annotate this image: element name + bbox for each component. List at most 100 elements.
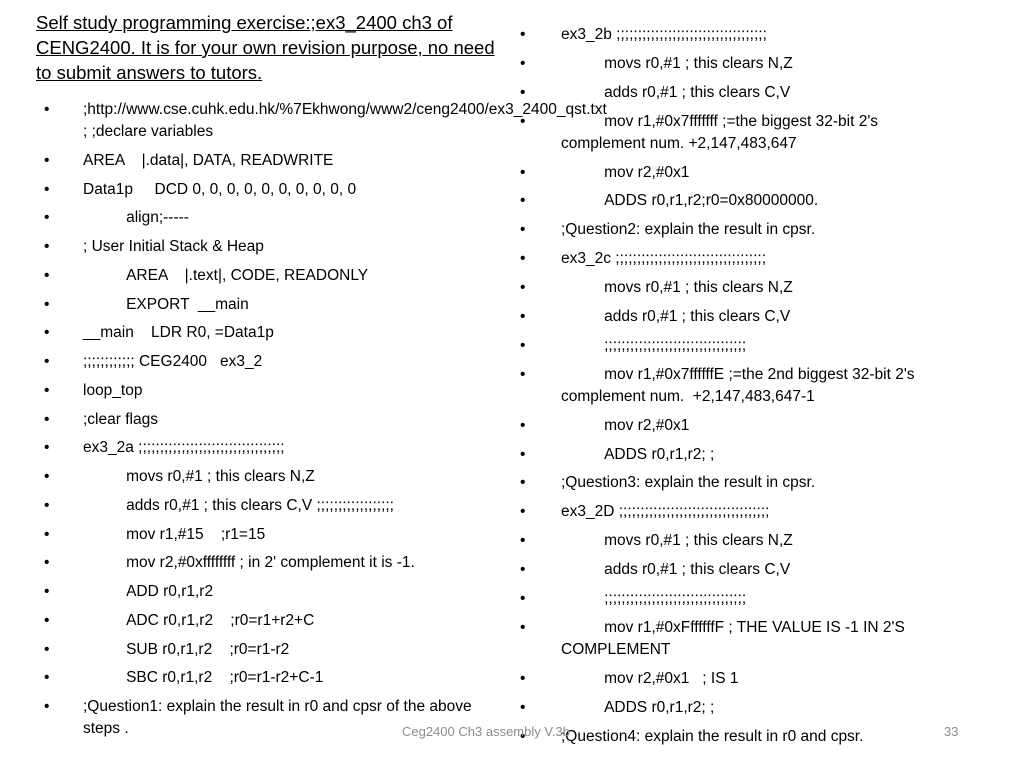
bullet-icon: • <box>520 561 526 579</box>
bullet-icon: • <box>44 324 50 342</box>
code-line: • __main LDR R0, =Data1p <box>44 322 494 344</box>
code-line: • movs r0,#1 ; this clears N,Z <box>520 53 960 75</box>
code-line-text: AREA |.text|, CODE, READONLY <box>83 266 369 284</box>
code-line: • mov r1,#0xFffffffF ; THE VALUE IS -1 I… <box>520 617 960 661</box>
code-line-text: __main LDR R0, =Data1p <box>83 324 274 342</box>
bullet-icon: • <box>44 611 50 629</box>
left-column-list: •;http://www.cse.cuhk.edu.hk/%7Ekhwong/w… <box>44 99 607 747</box>
code-line-text: ADDS r0,r1,r2; ; <box>561 445 715 463</box>
code-line: • ADDS r0,r1,r2; ; <box>520 444 960 466</box>
code-line: • mov r2,#0x1 <box>520 162 960 184</box>
code-line-text: ADD r0,r1,r2 <box>83 583 214 600</box>
code-line-text: mov r1,#0x7fffffff ;=the biggest 32-bit … <box>561 112 883 152</box>
bullet-icon: • <box>44 101 50 118</box>
bullet-icon: • <box>520 727 526 745</box>
code-line: • ADDS r0,r1,r2;r0=0x80000000. <box>520 190 960 212</box>
code-line-text: ADDS r0,r1,r2;r0=0x80000000. <box>561 192 819 210</box>
code-line: • align;----- <box>44 207 494 229</box>
code-line: • ADDS r0,r1,r2; ; <box>520 697 960 719</box>
code-line-text: mov r1,#0x7ffffffE ;=the 2nd biggest 32-… <box>561 365 919 405</box>
code-line: • SBC r0,r1,r2 ;r0=r1-r2+C-1 <box>44 667 494 689</box>
code-line: • adds r0,#1 ; this clears C,V <box>520 82 960 104</box>
code-line: •;http://www.cse.cuhk.edu.hk/%7Ekhwong/w… <box>44 99 607 143</box>
code-line-text: Data1p DCD 0, 0, 0, 0, 0, 0, 0, 0, 0, 0 <box>83 180 357 198</box>
code-line: • mov r2,#0xffffffff ; in 2' complement … <box>44 552 494 574</box>
code-line-text: mov r2,#0x1 <box>561 416 690 434</box>
code-line-text: mov r2,#0x1 ; IS 1 <box>561 669 739 687</box>
code-line: •;Question1: explain the result in r0 an… <box>44 696 494 740</box>
bullet-icon: • <box>44 295 50 313</box>
bullet-icon: • <box>44 525 50 543</box>
bullet-icon: • <box>520 416 526 434</box>
slide-title: Self study programming exercise:;ex3_240… <box>36 12 495 83</box>
code-line: •loop_top <box>44 380 494 402</box>
code-line: •;Question2: explain the result in cpsr. <box>520 219 960 241</box>
bullet-icon: • <box>520 336 526 354</box>
bullet-icon: • <box>520 474 526 492</box>
bullet-icon: • <box>520 365 526 383</box>
bullet-icon: • <box>520 26 526 43</box>
code-line: • adds r0,#1 ; this clears C,V ;;;;;;;;;… <box>44 495 494 517</box>
bullet-icon: • <box>520 669 526 687</box>
code-line-text: ;Question1: explain the result in r0 and… <box>83 698 476 737</box>
code-line-text: movs r0,#1 ; this clears N,Z <box>561 54 793 72</box>
code-line-text: ex3_2D ;;;;;;;;;;;;;;;;;;;;;;;;;;;;;;;;;… <box>561 503 770 521</box>
code-line: • mov r1,#0x7fffffff ;=the biggest 32-bi… <box>520 111 960 155</box>
code-line-text: movs r0,#1 ; this clears N,Z <box>83 468 315 485</box>
code-line-text: SBC r0,r1,r2 ;r0=r1-r2+C-1 <box>83 669 324 687</box>
bullet-icon: • <box>520 221 526 239</box>
code-line: • mov r1,#15 ;r1=15 <box>44 524 494 546</box>
code-line: • ;;;;;;;;;;;; CEG2400 ex3_2 <box>44 351 494 373</box>
bullet-icon: • <box>520 279 526 297</box>
bullet-icon: • <box>520 503 526 521</box>
code-line-text: SUB r0,r1,r2 ;r0=r1-r2 <box>83 640 290 658</box>
bullet-icon: • <box>44 669 50 687</box>
bullet-icon: • <box>520 54 526 72</box>
code-line: • ;;;;;;;;;;;;;;;;;;;;;;;;;;;;;;;;; <box>520 335 960 357</box>
code-line: •ex3_2c ;;;;;;;;;;;;;;;;;;;;;;;;;;;;;;;;… <box>520 248 960 270</box>
bullet-icon: • <box>520 698 526 716</box>
bullet-icon: • <box>44 238 50 255</box>
code-line: • ; User Initial Stack & Heap <box>44 236 494 258</box>
code-line: • adds r0,#1 ; this clears C,V <box>520 306 960 328</box>
code-line: • mov r2,#0x1 <box>520 415 960 437</box>
code-line-text: adds r0,#1 ; this clears C,V <box>561 561 791 579</box>
bullet-icon: • <box>44 439 50 457</box>
bullet-icon: • <box>520 308 526 326</box>
code-line: • mov r1,#0x7ffffffE ;=the 2nd biggest 3… <box>520 364 960 408</box>
code-line-text: ;;;;;;;;;;;;;;;;;;;;;;;;;;;;;;;;; <box>561 336 747 354</box>
code-line-text: adds r0,#1 ; this clears C,V ;;;;;;;;;;;… <box>83 496 394 514</box>
code-line: • ADC r0,r1,r2 ;r0=r1+r2+C <box>44 610 494 632</box>
code-line-text: AREA |.data|, DATA, READWRITE <box>83 151 334 169</box>
code-line-text: adds r0,#1 ; this clears C,V <box>561 308 791 326</box>
code-line-text: movs r0,#1 ; this clears N,Z <box>561 279 793 297</box>
code-line: •;Question4: explain the result in r0 an… <box>520 726 960 748</box>
code-line-text: ;;;;;;;;;;;;;;;;;;;;;;;;;;;;;;;;; <box>561 590 747 608</box>
bullet-icon: • <box>44 496 50 514</box>
bullet-icon: • <box>44 554 50 572</box>
right-column-list: •ex3_2b ;;;;;;;;;;;;;;;;;;;;;;;;;;;;;;;;… <box>520 24 960 754</box>
code-line-text: ADDS r0,r1,r2; ; <box>561 698 715 716</box>
code-line-text: ADC r0,r1,r2 ;r0=r1+r2+C <box>83 611 315 629</box>
code-line-text: ex3_2c ;;;;;;;;;;;;;;;;;;;;;;;;;;;;;;;;;… <box>561 250 767 268</box>
bullet-icon: • <box>44 468 50 485</box>
code-line-text: ; User Initial Stack & Heap <box>83 238 264 255</box>
bullet-icon: • <box>44 353 50 370</box>
code-line: • adds r0,#1 ; this clears C,V <box>520 559 960 581</box>
code-line: •ex3_2b ;;;;;;;;;;;;;;;;;;;;;;;;;;;;;;;;… <box>520 24 960 46</box>
code-line-text: ;http://www.cse.cuhk.edu.hk/%7Ekhwong/ww… <box>83 101 612 140</box>
code-line: • SUB r0,r1,r2 ;r0=r1-r2 <box>44 639 494 661</box>
code-line: • ex3_2D ;;;;;;;;;;;;;;;;;;;;;;;;;;;;;;;;… <box>520 501 960 523</box>
code-line-text: ex3_2a ;;;;;;;;;;;;;;;;;;;;;;;;;;;;;;;;;… <box>83 439 285 457</box>
code-line: • AREA |.text|, CODE, READONLY <box>44 265 494 287</box>
bullet-icon: • <box>520 618 526 636</box>
page-number: 33 <box>944 724 959 739</box>
code-line-text: loop_top <box>83 381 143 399</box>
bullet-icon: • <box>44 151 50 169</box>
code-line: •;clear flags <box>44 409 494 431</box>
code-line-text: align;----- <box>83 209 189 227</box>
code-line-text: mov r1,#0xFffffffF ; THE VALUE IS -1 IN … <box>561 618 910 658</box>
code-line-text: ;;;;;;;;;;;; CEG2400 ex3_2 <box>83 353 263 370</box>
bullet-icon: • <box>44 266 50 284</box>
code-line: • mov r2,#0x1 ; IS 1 <box>520 668 960 690</box>
